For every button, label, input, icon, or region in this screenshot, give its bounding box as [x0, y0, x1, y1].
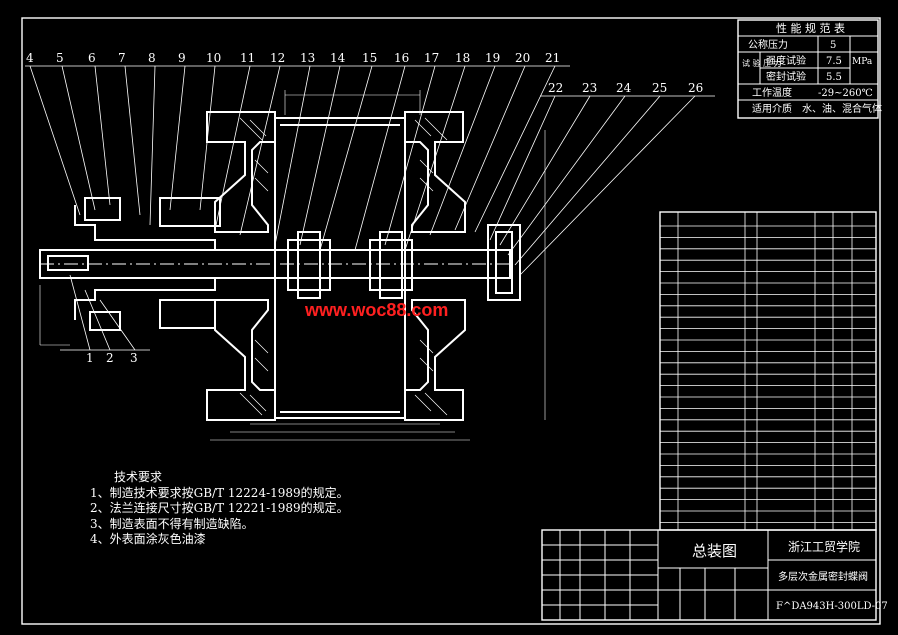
callout-number: 2 [106, 351, 114, 365]
callout-number: 5 [56, 51, 64, 65]
callout-number: 13 [300, 51, 315, 65]
callout-right: 22 23 24 25 26 [548, 81, 703, 95]
spec-value: 水、油、混合气体 [802, 102, 882, 115]
callout-top: 4 5 6 7 8 9 10 11 12 13 14 15 16 17 18 1… [26, 51, 560, 65]
spec-label: 适用介质 [752, 103, 792, 115]
leader-lines [25, 65, 715, 351]
callout-number: 12 [270, 51, 285, 65]
tech-requirements-heading: 技术要求 [114, 470, 163, 484]
sheet-border [21, 17, 881, 625]
spec-value: 5 [830, 40, 836, 51]
callout-number: 6 [88, 51, 96, 65]
tech-requirement-item: 2、法兰连接尺寸按GB/T 12221-1989的规定。 [90, 501, 349, 515]
spec-unit: MPa [852, 57, 873, 67]
tech-requirement-item: 4、外表面涂灰色油漆 [90, 532, 206, 546]
valve-body [39, 111, 521, 421]
spec-label: 强度试验 [766, 54, 806, 67]
callout-number: 26 [688, 81, 703, 95]
performance-table-title: 性 能 规 范 表 [776, 21, 845, 35]
title-block [541, 529, 877, 621]
callout-number: 10 [206, 51, 221, 65]
section-hatching [239, 117, 448, 416]
callout-number: 20 [515, 51, 530, 65]
callout-number: 23 [582, 81, 597, 95]
performance-table [737, 19, 879, 119]
watermark: www.woc88.com [305, 300, 449, 320]
spec-label: 密封试验 [766, 70, 806, 83]
callout-number: 16 [394, 51, 409, 65]
school-name: 浙江工贸学院 [788, 539, 860, 554]
spec-value: 5.5 [826, 72, 842, 83]
drawing-number: F^DA943H-300LD-07 [776, 601, 888, 612]
callout-number: 22 [548, 81, 563, 95]
callout-number: 1 [86, 351, 94, 365]
spec-test-label: 试 验 压 力 [742, 58, 782, 68]
callout-number: 15 [362, 51, 377, 65]
callout-number: 3 [130, 351, 138, 365]
callout-number: 14 [330, 51, 346, 65]
callout-number: 4 [26, 51, 34, 65]
spec-value: 7.5 [826, 56, 842, 67]
callout-number: 17 [424, 51, 439, 65]
parts-list [659, 211, 877, 531]
tech-requirement-item: 3、制造表面不得有制造缺陷。 [90, 516, 254, 531]
spec-value: -29~260℃ [818, 88, 873, 99]
callout-number: 11 [240, 51, 255, 65]
tech-requirement-item: 1、制造技术要求按GB/T 12224-1989的规定。 [90, 485, 349, 500]
callout-number: 25 [652, 81, 667, 95]
spec-label: 公称压力 [748, 38, 788, 51]
callout-number: 21 [545, 51, 560, 65]
spec-label: 工作温度 [752, 86, 792, 99]
callout-number: 24 [616, 81, 632, 95]
callout-number: 9 [178, 51, 186, 65]
drawing-title: 总装图 [692, 542, 737, 560]
callout-number: 8 [148, 51, 156, 65]
callout-bottom: 1 2 3 [86, 351, 138, 365]
callout-number: 18 [455, 51, 470, 65]
callout-number: 7 [118, 51, 126, 65]
dimension-lines [39, 90, 546, 441]
tech-requirements: 技术要求 1、制造技术要求按GB/T 12224-1989的规定。 2、法兰连接… [90, 470, 349, 548]
product-name: 多层次金属密封蝶阀 [778, 570, 868, 583]
callout-number: 19 [485, 51, 500, 65]
